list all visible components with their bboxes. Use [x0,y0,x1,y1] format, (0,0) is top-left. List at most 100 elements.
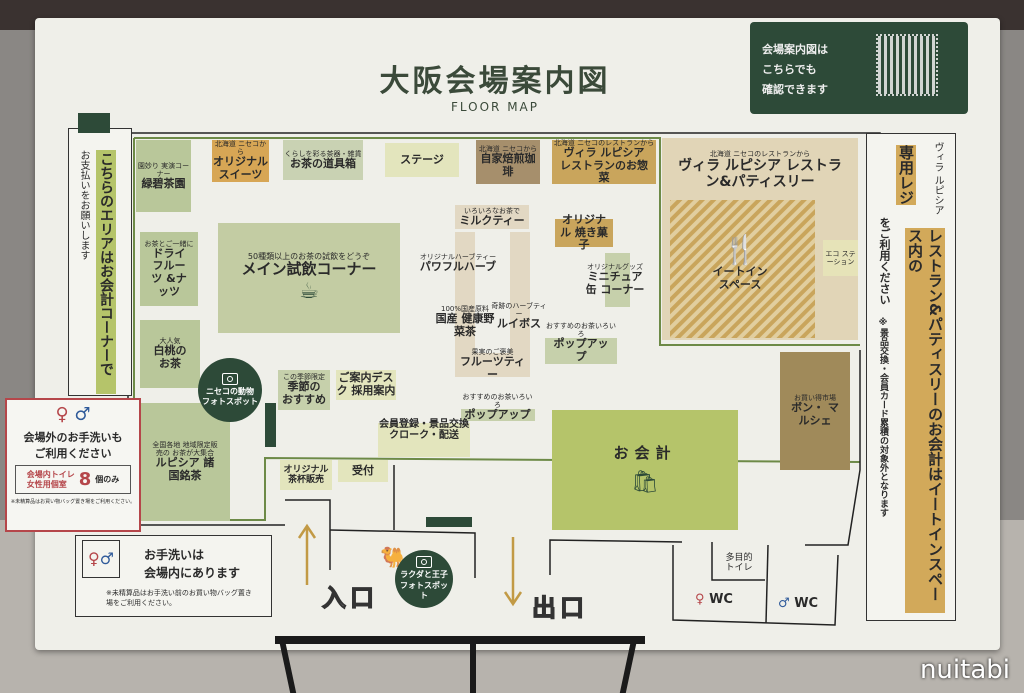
booth-lupicia-regional[interactable]: 全国各地 地域限定販売の お茶が大集合ルピシア 諸国銘茶 [140,403,230,521]
photo-spot-niseko-animals[interactable]: ニセコの動物 フォトスポット [198,358,262,422]
callout-highlight-text: レストラン&パティスリーのお会計はイートインスペース内の [905,228,945,613]
entrance-label: 入口 [321,583,378,612]
wc-label: WC [709,592,733,607]
booth-restaurant-patisserie[interactable] [662,138,858,340]
booth-name: お茶の道具箱 [290,156,356,170]
callout-highlight-text: 専用レジ [896,145,916,205]
qr-panel: 会場案内図は こちらでも 確認できます [750,22,968,114]
inside-restroom-notice: ♀♂ お手洗いは 会場内にあります ※未精算品はお手洗い前のお買い物バッグ置き場… [75,535,272,617]
easel-bar [275,636,645,644]
booth-sub: 大人気 [159,337,181,346]
booth-dried-fruit[interactable]: お茶とご一緒にドライ フルーツ &ナッツ [140,232,198,306]
booth-main-tasting[interactable]: 50種類以上のお茶の試飲をどうぞメイン試飲コーナー ☕ [218,223,400,333]
booth-name: イートイン スペース [712,265,768,292]
booth-rooibos[interactable]: 奇跡のハーブティールイボス [488,302,550,330]
callout-text: をご利用ください [878,217,891,305]
booth-name: 国産 健康野菜茶 [435,312,495,339]
toilet-count-box: 会場内トイレ女性用個室 8 個のみ [15,465,131,494]
booth-name: ミニチュア缶 コーナー [585,270,645,297]
photo-spot-camel-prince[interactable]: ラクダと王子 フォトスポット [395,550,453,608]
booth-vegetable-tea[interactable]: 100%国産原料国産 健康野菜茶 [430,302,500,342]
booth-sub: 北海道 ニセコから [478,145,538,154]
photo-spot-label: ニセコの動物 フォトスポット [202,386,258,406]
booth-name: フルーツティー [459,355,526,382]
booth-name: ルピシア 諸国銘茶 [155,456,215,483]
notice-title: 会場外のお手洗いも [23,431,123,444]
qr-text-line: 会場案内図は [762,43,828,56]
booth-name: 季節の おすすめ [282,380,326,407]
qr-text-line: こちらでも [762,63,817,76]
booth-name: メイン試飲コーナー [241,260,377,279]
camera-icon [222,372,238,385]
callout-small-text: ヴィラ ルピシア [932,142,943,216]
shelf [455,232,475,372]
wc-women[interactable]: ♀ WC [695,592,733,607]
camera-icon [416,556,432,569]
booth-sub: 奇跡のハーブティー [491,301,547,318]
booth-sub: 50種類以上のお茶の試飲をどうぞ [247,252,371,262]
qr-code-icon[interactable] [876,34,938,96]
booth-sub: 100%国産原料 [440,305,489,314]
booth-sub: 北海道 ニセコのレストランから [553,139,655,148]
booth-tea-tools[interactable]: くらしを彩る茶器・雑貨お茶の道具箱 [283,140,363,180]
eat-in-space: 🍴 イートイン スペース [700,218,780,308]
count-suffix: 個のみ [95,475,120,484]
booth-powerful-herb[interactable]: オリジナルハーブティーパワフルハーブ [418,248,498,278]
booth-name: ポップアップ [460,408,535,422]
booth-coffee[interactable]: 北海道 ニセコから自家焙煎珈琲 [476,140,540,184]
callout-sub-text: お支払いをお願いします [78,150,89,260]
exit-label: 出口 [531,593,588,622]
booth-name: ヴィラ ルピシア レストランのお惣菜 [560,146,648,185]
restaurant-header: 北海道 ニセコのレストランからヴィラ ルピシア レストラン&パティスリー [662,142,858,198]
booth-sub: おすすめのお茶いろいろ [546,322,616,339]
booth-sub: オリジナルグッズ [587,263,643,272]
membership-counter[interactable]: 会員登録・景品交換 クローク・配送 [378,403,470,457]
page-title: 大阪会場案内図 [379,64,611,99]
eco-station: エコ ステーション [823,240,858,276]
booth-sub: お茶とご一緒に [144,239,194,248]
booth-teacup-sales[interactable]: オリジナル 茶杯販売 [280,460,332,490]
booth-ryokuheki[interactable]: 園妙り 実演コーナー緑碧茶園 [136,140,191,212]
booth-sub: 北海道 ニセコのレストランから [709,149,811,158]
shelf [510,232,530,372]
teapot-icon: ☕ [299,278,319,304]
booth-name: 自家焙煎珈琲 [480,152,536,179]
box-line: 会場内トイレ [26,469,75,479]
easel-leg [470,644,476,693]
checkout-area[interactable]: お会計 🛍 [552,410,738,530]
booth-name: 受付 [352,463,374,477]
wc-men[interactable]: ♂ WC [778,596,818,611]
booth-milk-tea[interactable]: いろいろなお茶でミルクティー [455,205,529,229]
booth-name: ルイボス [497,316,541,330]
booth-bon-marche[interactable]: お買い得市場ボン・ マルシェ [780,352,850,470]
booth-name: オリジナル 茶杯販売 [283,464,329,485]
booth-original-sweets[interactable]: 北海道 ニセコからオリジナル スイーツ [212,140,269,182]
booth-popup-2[interactable]: おすすめのお茶いろいろポップアップ [460,393,535,422]
booth-name: ミルクティー [459,213,525,227]
booth-name: ステージ [400,152,444,166]
booth-seasonal[interactable]: この季節限定季節の おすすめ [278,370,330,410]
outside-restroom-notice: ♀ ♂ 会場外のお手洗いも ご利用ください 会場内トイレ女性用個室 8 個のみ … [5,398,141,532]
shopping-bag-icon [78,113,110,133]
notice-title: 会場内にあります [144,566,241,580]
booth-miniature-cans[interactable]: オリジナルグッズミニチュア缶 コーナー [580,253,650,307]
booth-baked-sweets[interactable]: オリジナル 焼き菓子 [555,213,613,251]
info-desk[interactable]: ご案内デスク 採用案内 [336,370,396,400]
qr-text-line: 確認できます [762,83,828,96]
booth-popup[interactable]: おすすめのお茶いろいろポップアップ [545,322,617,364]
booth-name: オリジナル スイーツ [213,155,268,182]
booth-sub: 北海道 ニセコから [214,140,267,157]
booth-white-peach[interactable]: 大人気白桃の お茶 [140,320,200,388]
booth-restaurant-deli[interactable]: 北海道 ニセコのレストランからヴィラ ルピシア レストランのお惣菜 [552,139,656,185]
restroom-icon: ♀♂ [82,540,120,578]
woman-icon: ♀ [695,592,705,607]
booth-name: 会員登録・景品交換 クローク・配送 [379,418,469,442]
booth-fruit-tea[interactable]: 果実のご褒美フルーツティー [455,348,530,381]
booth-name: エコ ステーション [825,249,856,266]
booth-sub: この季節限定 [283,373,325,382]
notice-note: ※未精算品はお手洗い前のお買い物バッグ置き場をご利用ください。 [106,589,252,607]
notice-title: ご利用ください [34,447,112,460]
reception[interactable]: 受付 [338,460,388,482]
multipurpose-toilet[interactable]: 多目的 トイレ [714,548,764,578]
booth-stage[interactable]: ステージ [385,143,459,177]
